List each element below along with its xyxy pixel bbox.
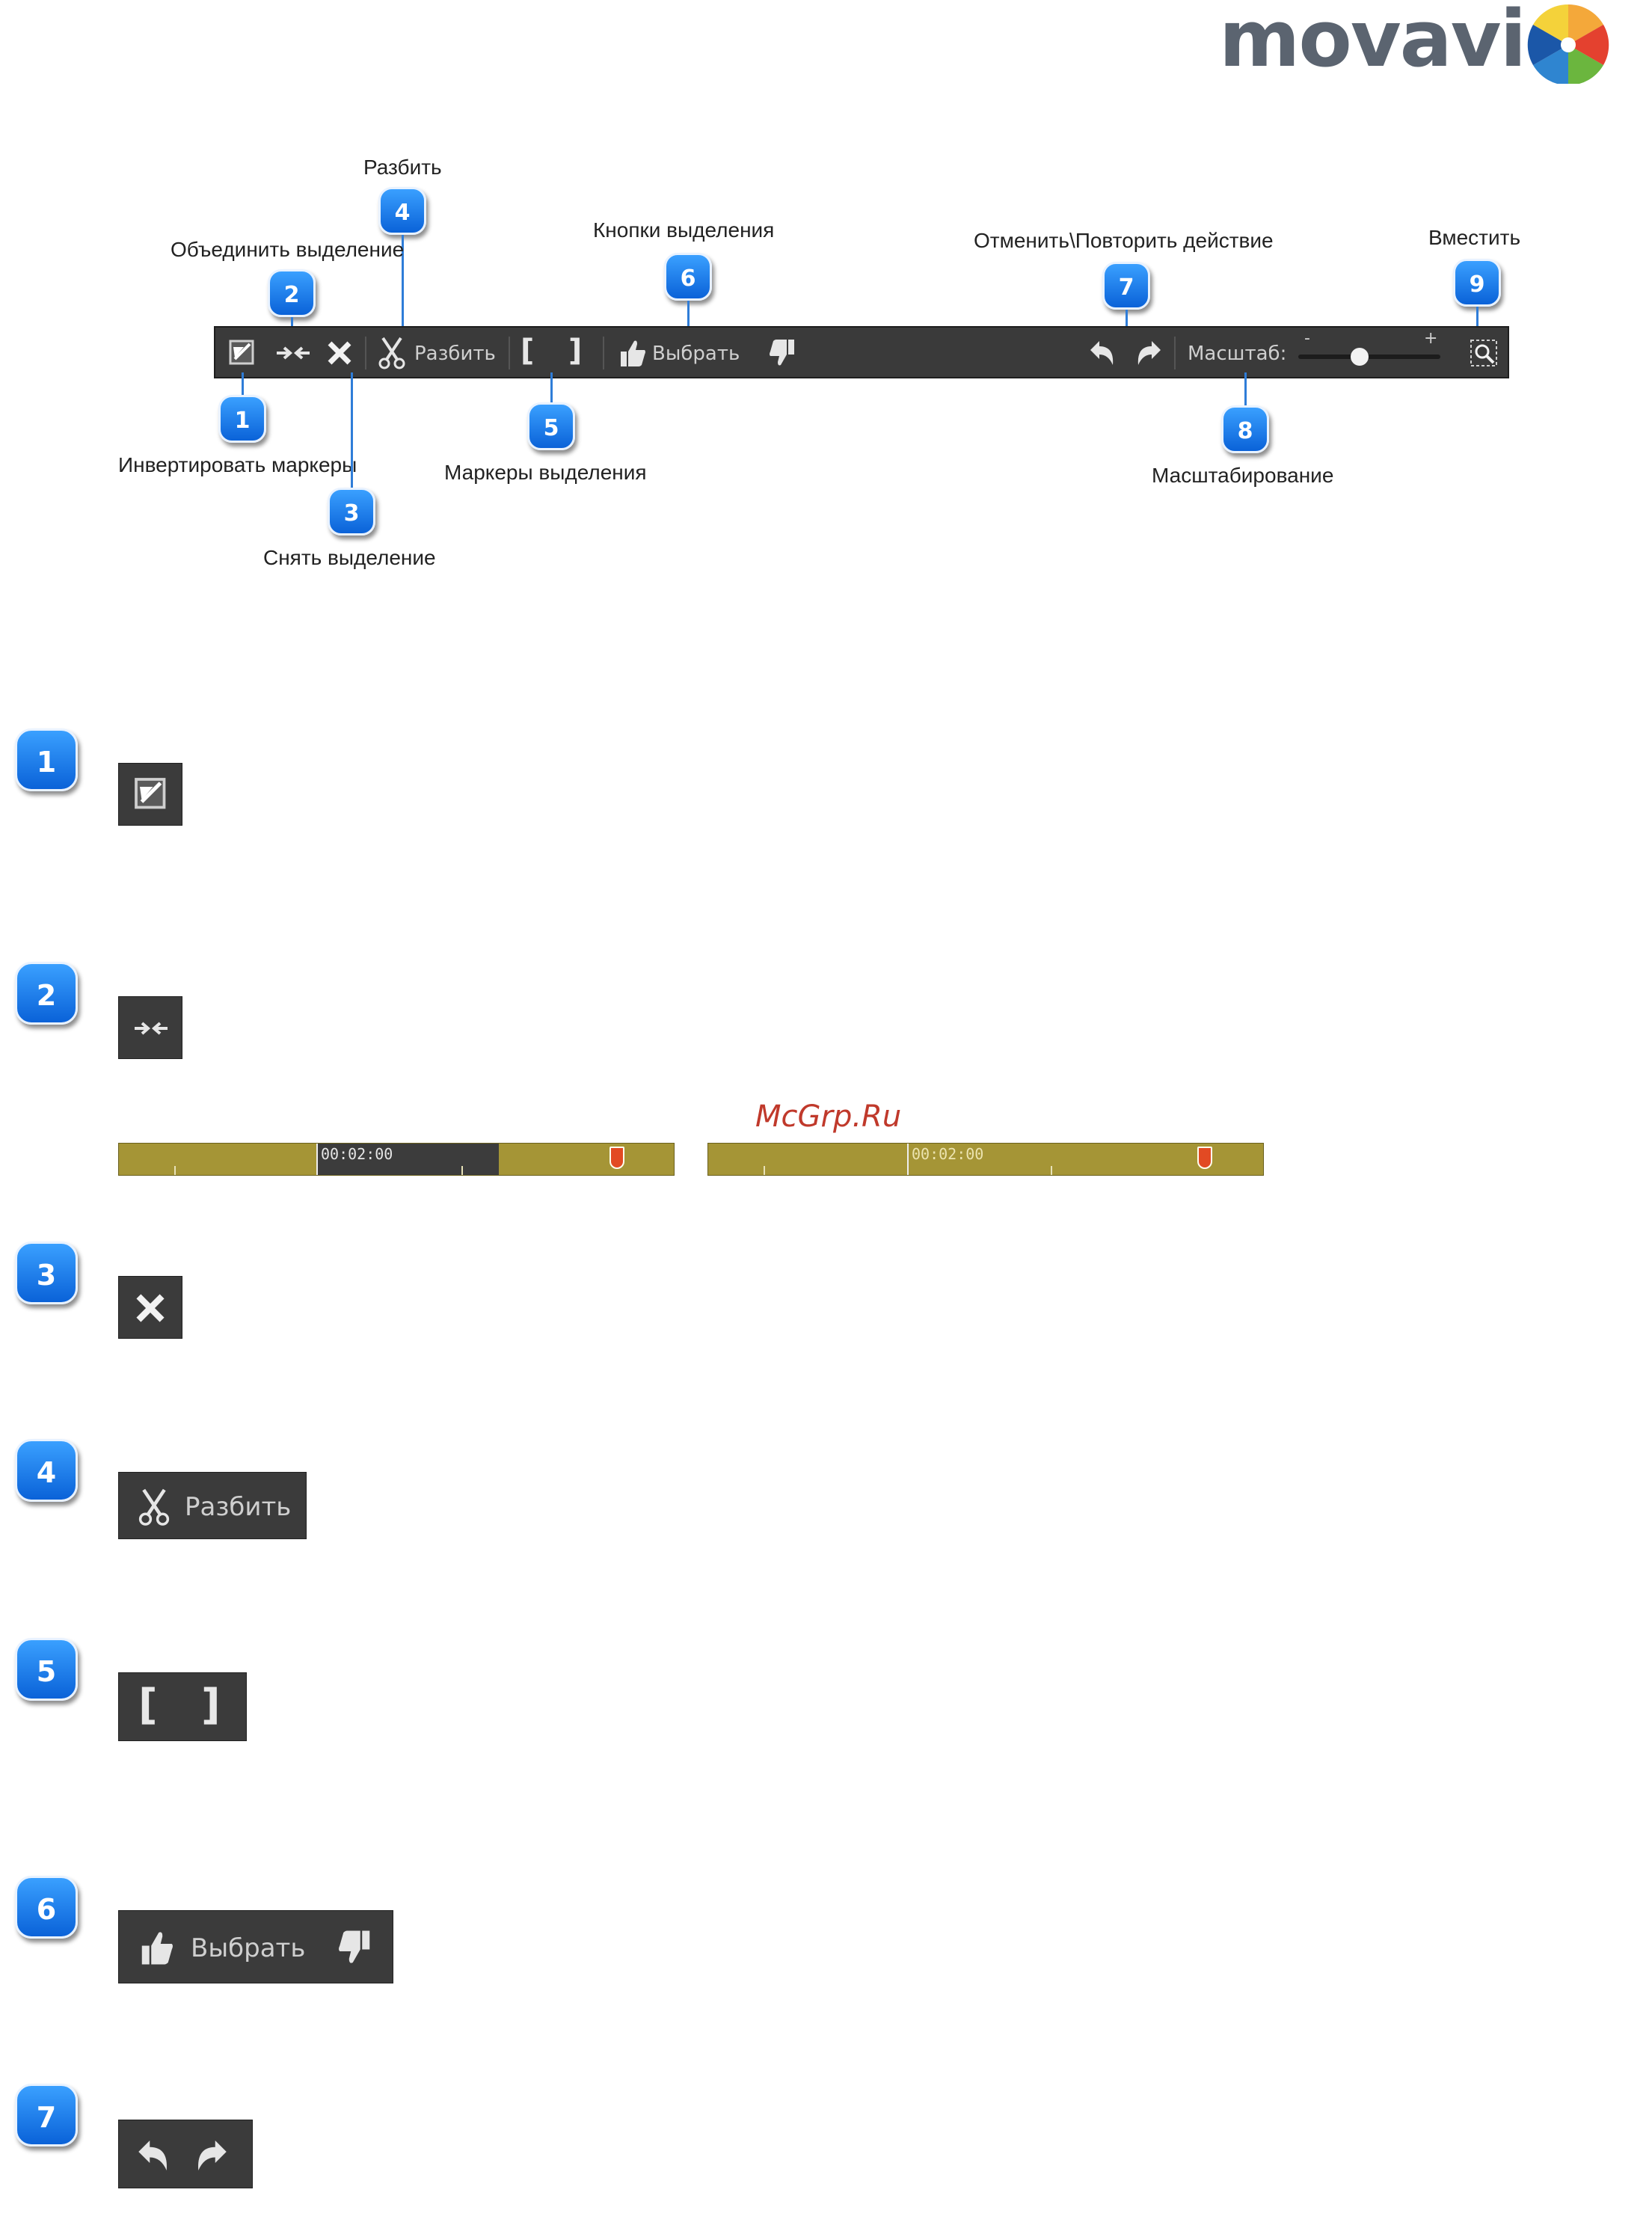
invert-markers-swatch xyxy=(118,763,182,826)
split-button[interactable]: Разбить xyxy=(414,343,496,365)
fit-zoom-icon[interactable] xyxy=(1469,338,1499,368)
close-icon[interactable] xyxy=(325,338,354,368)
merge-icon[interactable] xyxy=(275,341,311,365)
section-7-badge: 7 xyxy=(15,2084,78,2147)
callout-6-label: Кнопки выделения xyxy=(593,218,774,242)
select-button[interactable]: Выбрать xyxy=(652,343,740,365)
callout-7-badge: 7 xyxy=(1102,262,1150,310)
zoom-minus[interactable]: - xyxy=(1304,329,1310,348)
timeline-time-right: 00:02:00 xyxy=(912,1145,983,1163)
callout-9-badge: 9 xyxy=(1453,259,1501,307)
callout-8-badge: 8 xyxy=(1221,405,1269,453)
marker-pin[interactable] xyxy=(609,1147,624,1169)
undo-icon[interactable] xyxy=(1086,338,1117,368)
logo-flower-icon xyxy=(1490,0,1647,84)
redo-icon xyxy=(192,2137,233,2174)
callout-4-badge: 4 xyxy=(378,187,426,235)
invert-markers-icon xyxy=(132,776,170,813)
callout-4-label: Разбить xyxy=(363,156,442,179)
section-1-badge: 1 xyxy=(15,728,78,791)
section-5-badge: 5 xyxy=(15,1638,78,1701)
callout-3-badge: 3 xyxy=(328,488,375,536)
timeline-time-left: 00:02:00 xyxy=(321,1145,393,1163)
thumbs-up-icon xyxy=(140,1929,176,1966)
merge-swatch xyxy=(118,996,182,1059)
thumbs-down-icon xyxy=(336,1929,372,1966)
callout-5-label: Маркеры выделения xyxy=(444,461,647,485)
zoom-slider-track[interactable] xyxy=(1298,355,1440,359)
select-label: Выбрать xyxy=(191,1933,305,1963)
section-6-badge: 6 xyxy=(15,1876,78,1939)
callout-5-badge: 5 xyxy=(527,402,575,450)
logo-wordmark: movavi xyxy=(1219,0,1525,78)
invert-markers-icon[interactable] xyxy=(227,338,257,368)
timeline-strip-after: 00:02:00 xyxy=(707,1143,1264,1176)
section-3-badge: 3 xyxy=(15,1242,78,1304)
close-icon xyxy=(132,1290,168,1326)
split-label: Разбить xyxy=(185,1492,291,1522)
callout-2-label: Объединить выделение xyxy=(171,238,404,262)
undo-redo-swatch xyxy=(118,2120,253,2188)
callout-8-label: Масштабирование xyxy=(1152,464,1333,488)
selection-markers-swatch: [ ] xyxy=(118,1672,247,1741)
split-swatch: Разбить xyxy=(118,1472,307,1539)
timeline-toolbar: Разбить [ ] Выбрать Масштаб: - + xyxy=(214,326,1509,378)
callout-9-label: Вместить xyxy=(1428,226,1520,250)
callout-3-label: Снять выделение xyxy=(263,546,436,570)
scissors-icon[interactable] xyxy=(377,335,407,371)
zoom-slider-thumb[interactable] xyxy=(1351,348,1369,366)
zoom-label: Масштаб: xyxy=(1188,343,1286,365)
thumbs-down-icon[interactable] xyxy=(767,338,796,368)
scissors-icon xyxy=(137,1486,171,1528)
timeline-strip-before: 00:02:00 xyxy=(118,1143,675,1176)
selection-buttons-swatch: Выбрать xyxy=(118,1910,393,1983)
watermark: McGrp.Ru xyxy=(755,1099,901,1134)
zoom-plus[interactable]: + xyxy=(1424,329,1437,348)
callout-7-label: Отменить\Повторить действие xyxy=(974,229,1274,253)
callout-2-badge: 2 xyxy=(268,269,316,317)
bracket-close-icon[interactable]: ] xyxy=(568,334,582,368)
movavi-logo: movavi xyxy=(1219,0,1645,84)
undo-icon xyxy=(132,2137,173,2174)
section-2-badge: 2 xyxy=(15,962,78,1025)
redo-icon[interactable] xyxy=(1134,338,1165,368)
bracket-open-icon[interactable]: [ xyxy=(521,334,534,368)
callout-6-badge: 6 xyxy=(664,253,712,301)
thumbs-up-icon[interactable] xyxy=(619,338,648,368)
callout-1-label: Инвертировать маркеры xyxy=(118,453,357,477)
callout-1-badge: 1 xyxy=(218,395,266,443)
marker-pin[interactable] xyxy=(1197,1147,1212,1169)
bracket-close-icon: ] xyxy=(201,1681,221,1729)
bracket-open-icon: [ xyxy=(138,1681,158,1729)
close-swatch xyxy=(118,1276,182,1339)
section-4-badge: 4 xyxy=(15,1439,78,1502)
merge-icon xyxy=(128,1016,174,1040)
